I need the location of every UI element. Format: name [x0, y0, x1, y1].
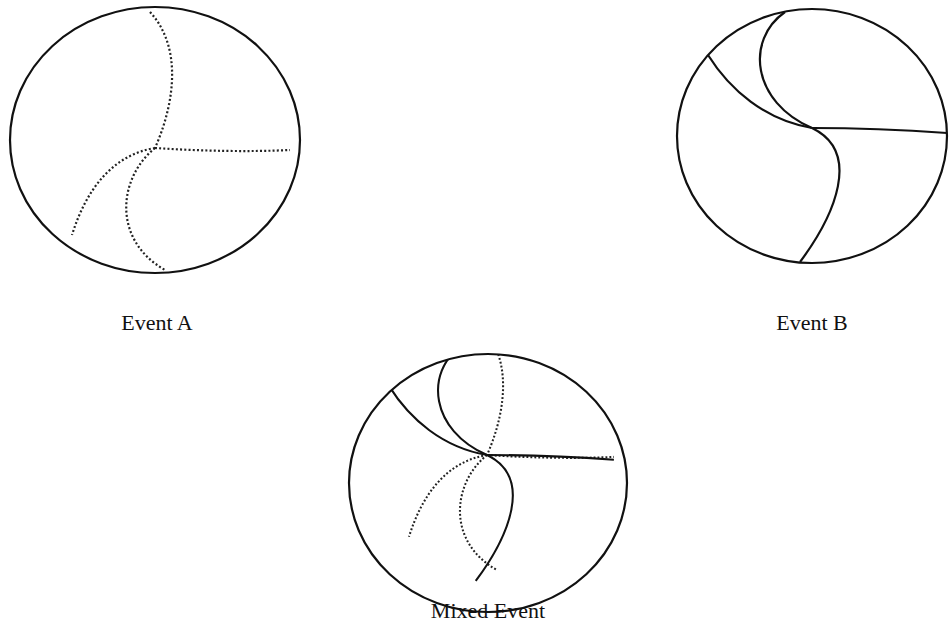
- event-label: Event A: [121, 312, 193, 334]
- event-label: Mixed Event: [431, 600, 545, 622]
- mixed-tracks: [389, 327, 614, 581]
- particle-tracks: [708, 12, 947, 262]
- event-label: Event B: [776, 312, 848, 334]
- chamber-outline: [349, 354, 627, 612]
- chamber-outline: [677, 9, 947, 263]
- particle-tracks: [72, 12, 290, 270]
- chamber-outline: [10, 7, 300, 273]
